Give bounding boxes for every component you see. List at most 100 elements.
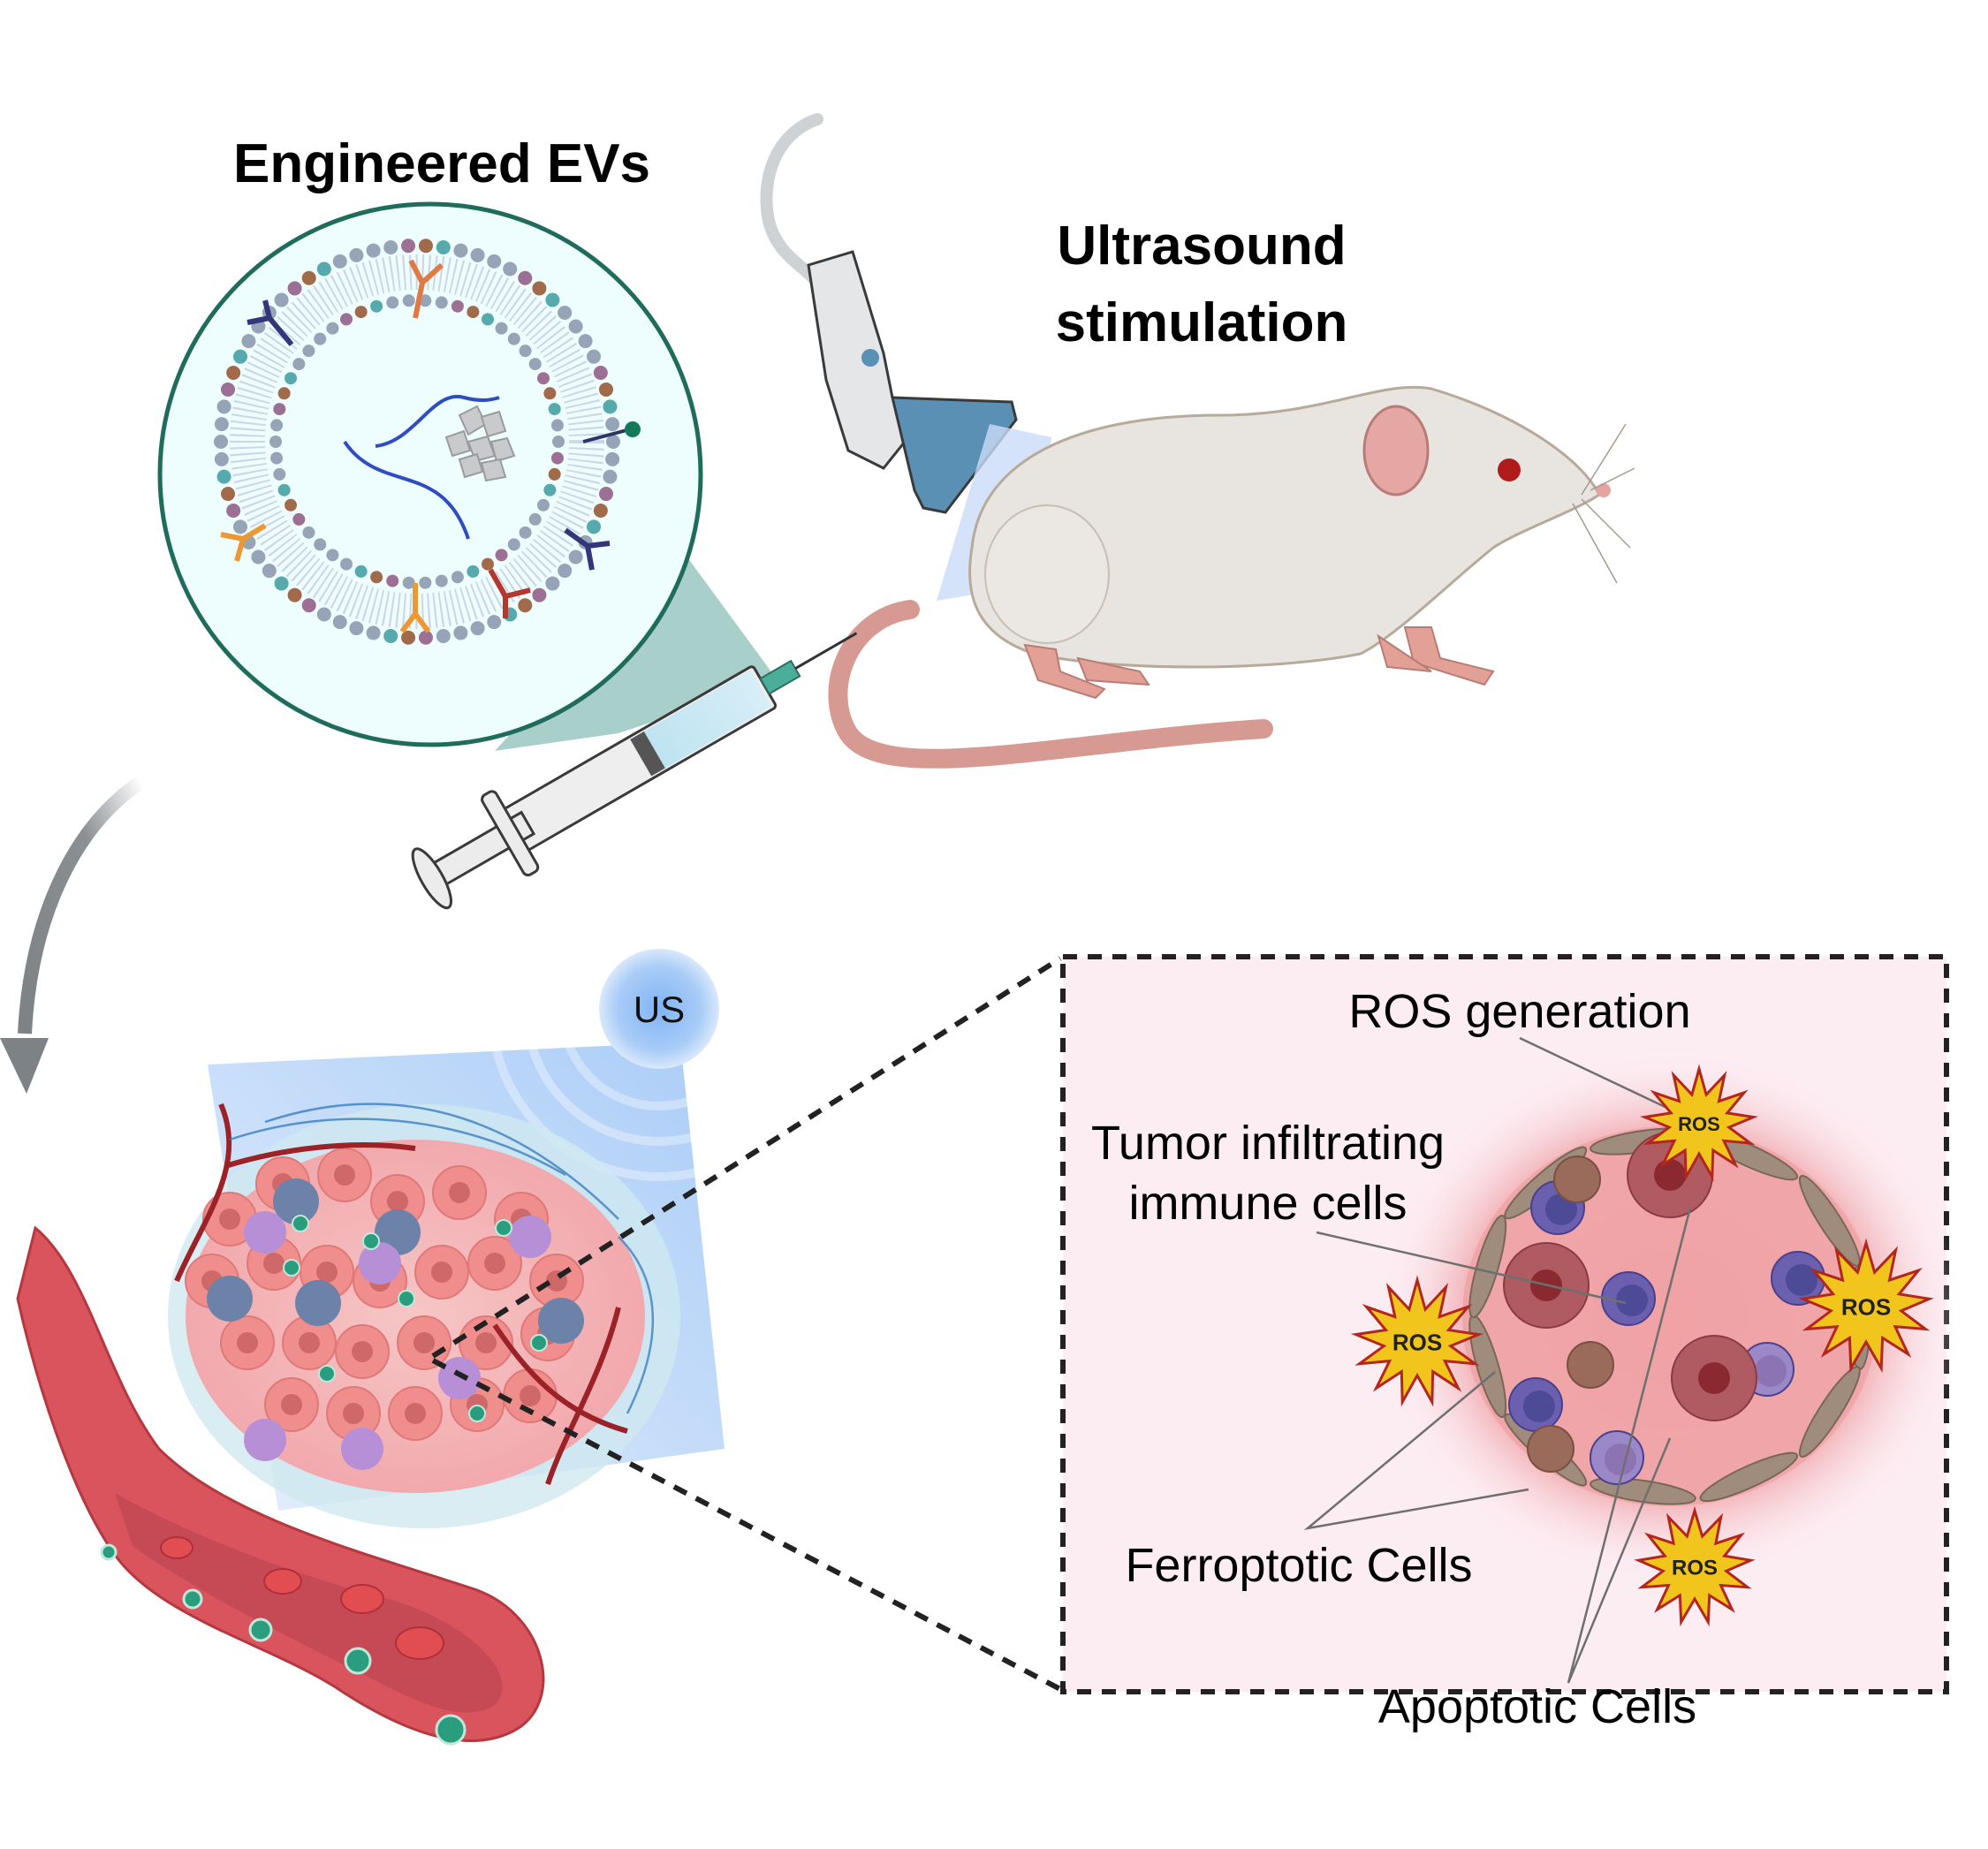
ros-burst-shape	[1640, 1064, 1758, 1182]
lipid-head	[316, 607, 331, 622]
mouse-tail	[828, 600, 1273, 769]
dendritic-cell	[359, 1242, 401, 1284]
lipid-head	[418, 630, 433, 645]
lipid-head	[453, 243, 468, 258]
lipid-head	[349, 247, 364, 262]
lipid-head	[326, 549, 339, 562]
mouse-eye-icon	[1498, 458, 1521, 481]
mouse-nose-icon	[1597, 483, 1611, 497]
tumor-cell-nucleus	[343, 1403, 364, 1424]
leader-lines	[1303, 1036, 1692, 1684]
lipid-head	[487, 615, 502, 630]
tumor-cell-nucleus	[520, 1385, 541, 1406]
ligand-bead-icon	[625, 421, 641, 437]
probe-cable	[760, 113, 823, 289]
lipid-head	[528, 512, 542, 526]
lipid-head	[277, 387, 291, 400]
lipid-head	[241, 334, 256, 349]
lipid-head	[419, 576, 432, 589]
lipid-head	[292, 358, 306, 371]
ultrasound-title-line1: Ultrasound	[1057, 216, 1347, 277]
ros-burst-icon: ROS	[1798, 1238, 1934, 1374]
lipid-head	[550, 419, 564, 432]
lipid-head	[548, 403, 561, 416]
apoptotic-cell-nucleus	[1654, 1159, 1686, 1191]
ligand-stick	[582, 428, 631, 443]
tumor-cell-nucleus	[405, 1403, 426, 1424]
tumor-cell-nucleus	[431, 1262, 452, 1283]
stromal-fibers	[229, 1103, 654, 1414]
nanoparticle-cluster-icon	[444, 405, 516, 482]
probe-button-icon	[861, 349, 879, 367]
red-blood-cell-icon	[340, 1584, 384, 1614]
lipid-head	[587, 519, 602, 534]
label-ros-generation: ROS generation	[1348, 985, 1691, 1038]
lipid-head	[470, 247, 485, 262]
lipid-head	[519, 526, 532, 539]
lipid-head	[467, 306, 480, 319]
lipid-head	[370, 571, 383, 584]
ev-zoom-circle	[157, 201, 703, 747]
blood-vessel-lumen	[115, 1493, 503, 1713]
lipid-head	[221, 487, 236, 502]
lipid-head	[552, 436, 565, 448]
immune-cell	[273, 1178, 319, 1224]
ev-particle-icon	[283, 1259, 300, 1277]
immune-cell	[538, 1298, 584, 1344]
lipid-head	[386, 574, 399, 587]
flow-arrow-icon	[18, 776, 146, 1034]
lipid-head	[226, 504, 241, 519]
immune-cell	[295, 1280, 341, 1326]
lipid-head	[370, 299, 383, 313]
lipid-head	[214, 435, 228, 449]
lipid-head	[270, 451, 284, 465]
ev-particle-icon	[318, 1365, 336, 1383]
lipid-head	[354, 306, 368, 319]
lipid-head	[232, 349, 247, 364]
lipid-head	[386, 296, 399, 309]
lipid-head	[340, 313, 353, 326]
ferroptotic-cell	[1567, 1341, 1614, 1389]
lipid-head	[292, 512, 306, 526]
lipid-head	[568, 549, 583, 565]
lipid-head	[232, 519, 247, 534]
ev-particle-icon	[362, 1232, 380, 1250]
lipid-head	[518, 598, 533, 613]
lipid-head	[402, 576, 415, 589]
mouse-ear	[1362, 405, 1430, 496]
lipid-head	[273, 467, 286, 481]
tumor-cell-nucleus	[414, 1332, 435, 1353]
lipid-head	[436, 240, 451, 255]
antibody-icon	[488, 568, 531, 618]
lipid-head	[536, 372, 550, 385]
lipid-head	[603, 399, 618, 414]
us-wave-rings	[487, 837, 831, 1181]
lipid-head	[536, 498, 550, 512]
rna-strand-icon	[343, 440, 470, 540]
ev-particle-icon	[468, 1405, 486, 1422]
lipid-head	[470, 621, 485, 636]
lipid-head	[302, 526, 315, 539]
mouse-feet	[1023, 626, 1495, 700]
ev-particle-icon	[435, 1714, 467, 1746]
ros-burst-label: ROS	[1841, 1293, 1891, 1320]
label-apoptotic-cells: Apoptotic Cells	[1377, 1680, 1697, 1733]
lipid-head	[251, 549, 266, 565]
lipid-head	[578, 334, 593, 349]
ros-burst-shape	[1798, 1238, 1934, 1374]
ros-burst-label: ROS	[1392, 1329, 1442, 1355]
ev-particle-icon	[248, 1618, 273, 1642]
lipid-head	[507, 332, 520, 345]
lipid-head	[568, 319, 583, 334]
syringe-fluid	[642, 670, 772, 769]
ferroptotic-cell	[1527, 1425, 1574, 1473]
dendritic-cell	[244, 1211, 286, 1254]
tumor-vasculature	[174, 1103, 628, 1485]
dendritic-cell	[438, 1357, 481, 1399]
ev-title: Engineered EVs	[232, 133, 651, 194]
ros-burst-shape	[1350, 1275, 1484, 1407]
tumor-cell-nucleus	[281, 1394, 302, 1415]
apoptotic-cell-nucleus	[1698, 1362, 1730, 1394]
ros-burst-icon: ROS	[1350, 1275, 1484, 1407]
